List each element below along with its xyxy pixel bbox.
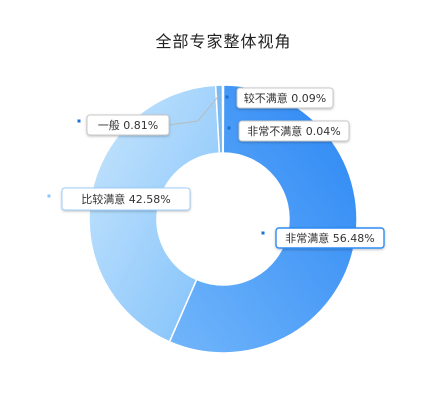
label-marker-2 [77, 119, 81, 123]
label-marker-1 [47, 194, 51, 198]
label-text-3: 较不满意 0.09% [244, 91, 326, 105]
chart-title: 全部专家整体视角 [155, 32, 292, 51]
label-box-2 [86, 114, 170, 136]
label-marker-3 [225, 95, 229, 99]
label-marker-0 [261, 231, 265, 235]
data-label-2: 一般 0.81% [77, 114, 170, 136]
leader-line-2 [168, 94, 220, 126]
data-label-3: 较不满意 0.09% [225, 87, 334, 109]
label-text-0: 非常满意 56.48% [285, 231, 374, 245]
label-marker-4 [227, 126, 231, 130]
data-label-0: 非常满意 56.48% [261, 227, 385, 249]
donut-slice-2[interactable] [214, 84, 224, 154]
donut-slice-1[interactable] [88, 84, 221, 343]
label-box-3 [236, 87, 334, 109]
label-box-4 [238, 120, 350, 142]
label-box-1 [61, 187, 191, 211]
data-label-1: 比较满意 42.58% [47, 187, 191, 211]
data-label-4: 非常不满意 0.04% [227, 120, 350, 142]
donut-slice-0[interactable] [168, 84, 358, 354]
label-text-4: 非常不满意 0.04% [247, 124, 340, 138]
label-text-2: 一般 0.81% [98, 119, 158, 132]
label-box-0 [275, 227, 385, 249]
label-text-1: 比较满意 42.58% [81, 192, 170, 206]
